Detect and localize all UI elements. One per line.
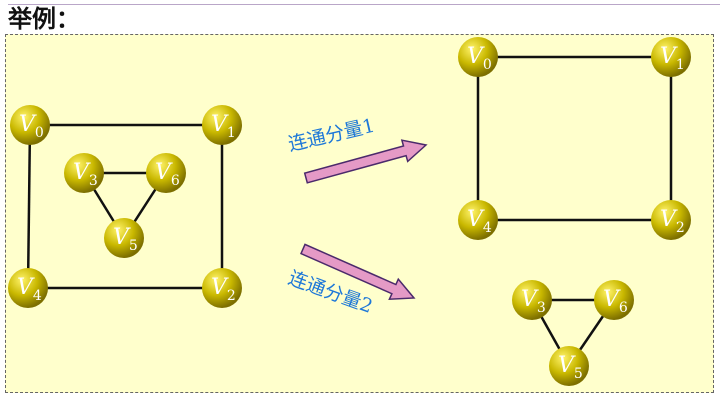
node-subscript: 4 [483, 220, 492, 236]
node-circle [104, 218, 144, 258]
component2-node-V5: V5 [549, 346, 589, 386]
node-subscript: 6 [171, 173, 180, 189]
component2-node-V6: V6 [594, 280, 634, 320]
component2-node-V3: V3 [512, 280, 552, 320]
diagram-panel [5, 34, 714, 393]
node-subscript: 3 [537, 300, 546, 316]
node-circle [10, 105, 50, 145]
component-1-label: 连通分量1 [286, 115, 377, 156]
component1-node-V1: V1 [651, 37, 691, 77]
node-subscript: 5 [129, 238, 138, 254]
node-subscript: 1 [227, 125, 236, 141]
original-graph-node-V1: V1 [202, 105, 242, 145]
original-graph-node-V5: V5 [104, 218, 144, 258]
component1-node-V0: V0 [458, 37, 498, 77]
node-circle [512, 280, 552, 320]
original-graph-edge-V4-V0 [26, 124, 32, 289]
original-graph-node-V6: V6 [146, 153, 186, 193]
node-subscript: 2 [676, 220, 685, 236]
arrows-layer: 连通分量1 连通分量2 [285, 115, 428, 318]
node-subscript: 0 [483, 57, 492, 73]
arrow-to-component-2 [300, 243, 416, 301]
node-circle [8, 268, 48, 308]
component1-node-V4: V4 [458, 200, 498, 240]
node-subscript: 2 [227, 288, 236, 304]
original-graph-node-V0: V0 [10, 105, 50, 145]
original-graph-node-V3: V3 [64, 153, 104, 193]
header-bar [0, 0, 720, 36]
node-circle [458, 200, 498, 240]
node-subscript: 5 [574, 366, 583, 382]
component1-node-V2: V2 [651, 200, 691, 240]
node-subscript: 0 [35, 125, 44, 141]
node-circle [651, 37, 691, 77]
node-circle [549, 346, 589, 386]
node-circle [458, 37, 498, 77]
node-circle [202, 105, 242, 145]
node-circle [64, 153, 104, 193]
header-divider [8, 4, 720, 5]
node-subscript: 6 [619, 300, 628, 316]
node-circle [651, 200, 691, 240]
node-circle [594, 280, 634, 320]
node-subscript: 1 [676, 57, 685, 73]
page-title: 举例： [8, 5, 80, 33]
arrow-to-component-1 [303, 139, 428, 184]
node-circle [202, 268, 242, 308]
original-graph-node-V4: V4 [8, 268, 48, 308]
edges-layer [26, 55, 673, 367]
node-circle [146, 153, 186, 193]
original-graph-node-V2: V2 [202, 268, 242, 308]
node-subscript: 4 [33, 288, 42, 304]
node-subscript: 3 [89, 173, 98, 189]
